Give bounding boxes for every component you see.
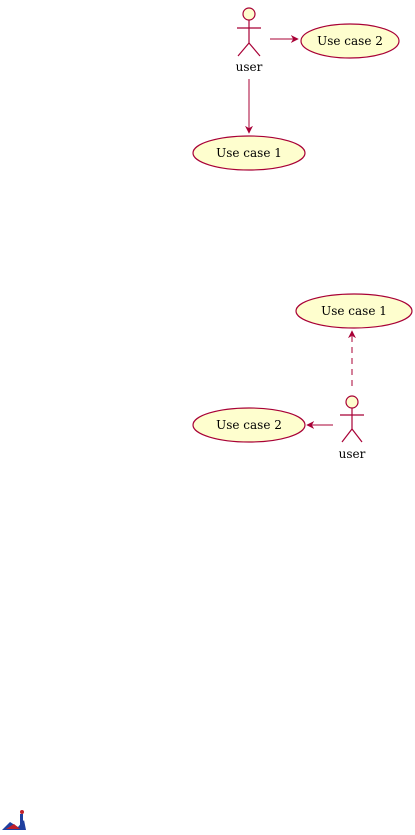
use-case-ellipse [192, 135, 306, 171]
actor-user-1[interactable]: user [236, 7, 263, 74]
diagram-1: user Use case 2 Use case 1 [192, 7, 400, 171]
actor-left-leg [237, 42, 250, 57]
use-case-label: Use case 1 [321, 304, 387, 318]
use-case-1-node[interactable]: Use case 1 [295, 293, 413, 329]
actor-head-icon [345, 395, 359, 409]
use-case-label: Use case 1 [216, 146, 282, 160]
actor-right-leg [351, 428, 363, 443]
actor-user-2[interactable]: user [339, 395, 366, 461]
use-case-ellipse [295, 293, 413, 329]
use-case-ellipse [192, 407, 306, 443]
use-case-label: Use case 2 [317, 34, 383, 48]
actor-head-icon [242, 7, 256, 21]
use-case-2-node[interactable]: Use case 2 [300, 23, 400, 59]
actor-left-leg [341, 428, 353, 443]
actor-label: user [339, 447, 366, 461]
actor-right-leg [248, 42, 261, 57]
use-case-ellipse [300, 23, 400, 59]
plantuml-logo-icon [2, 810, 26, 830]
use-case-2-node[interactable]: Use case 2 [192, 407, 306, 443]
diagram-2: Use case 1 Use case 2 user [192, 293, 413, 461]
actor-label: user [236, 60, 263, 74]
use-case-1-node[interactable]: Use case 1 [192, 135, 306, 171]
use-case-label: Use case 2 [216, 418, 282, 432]
